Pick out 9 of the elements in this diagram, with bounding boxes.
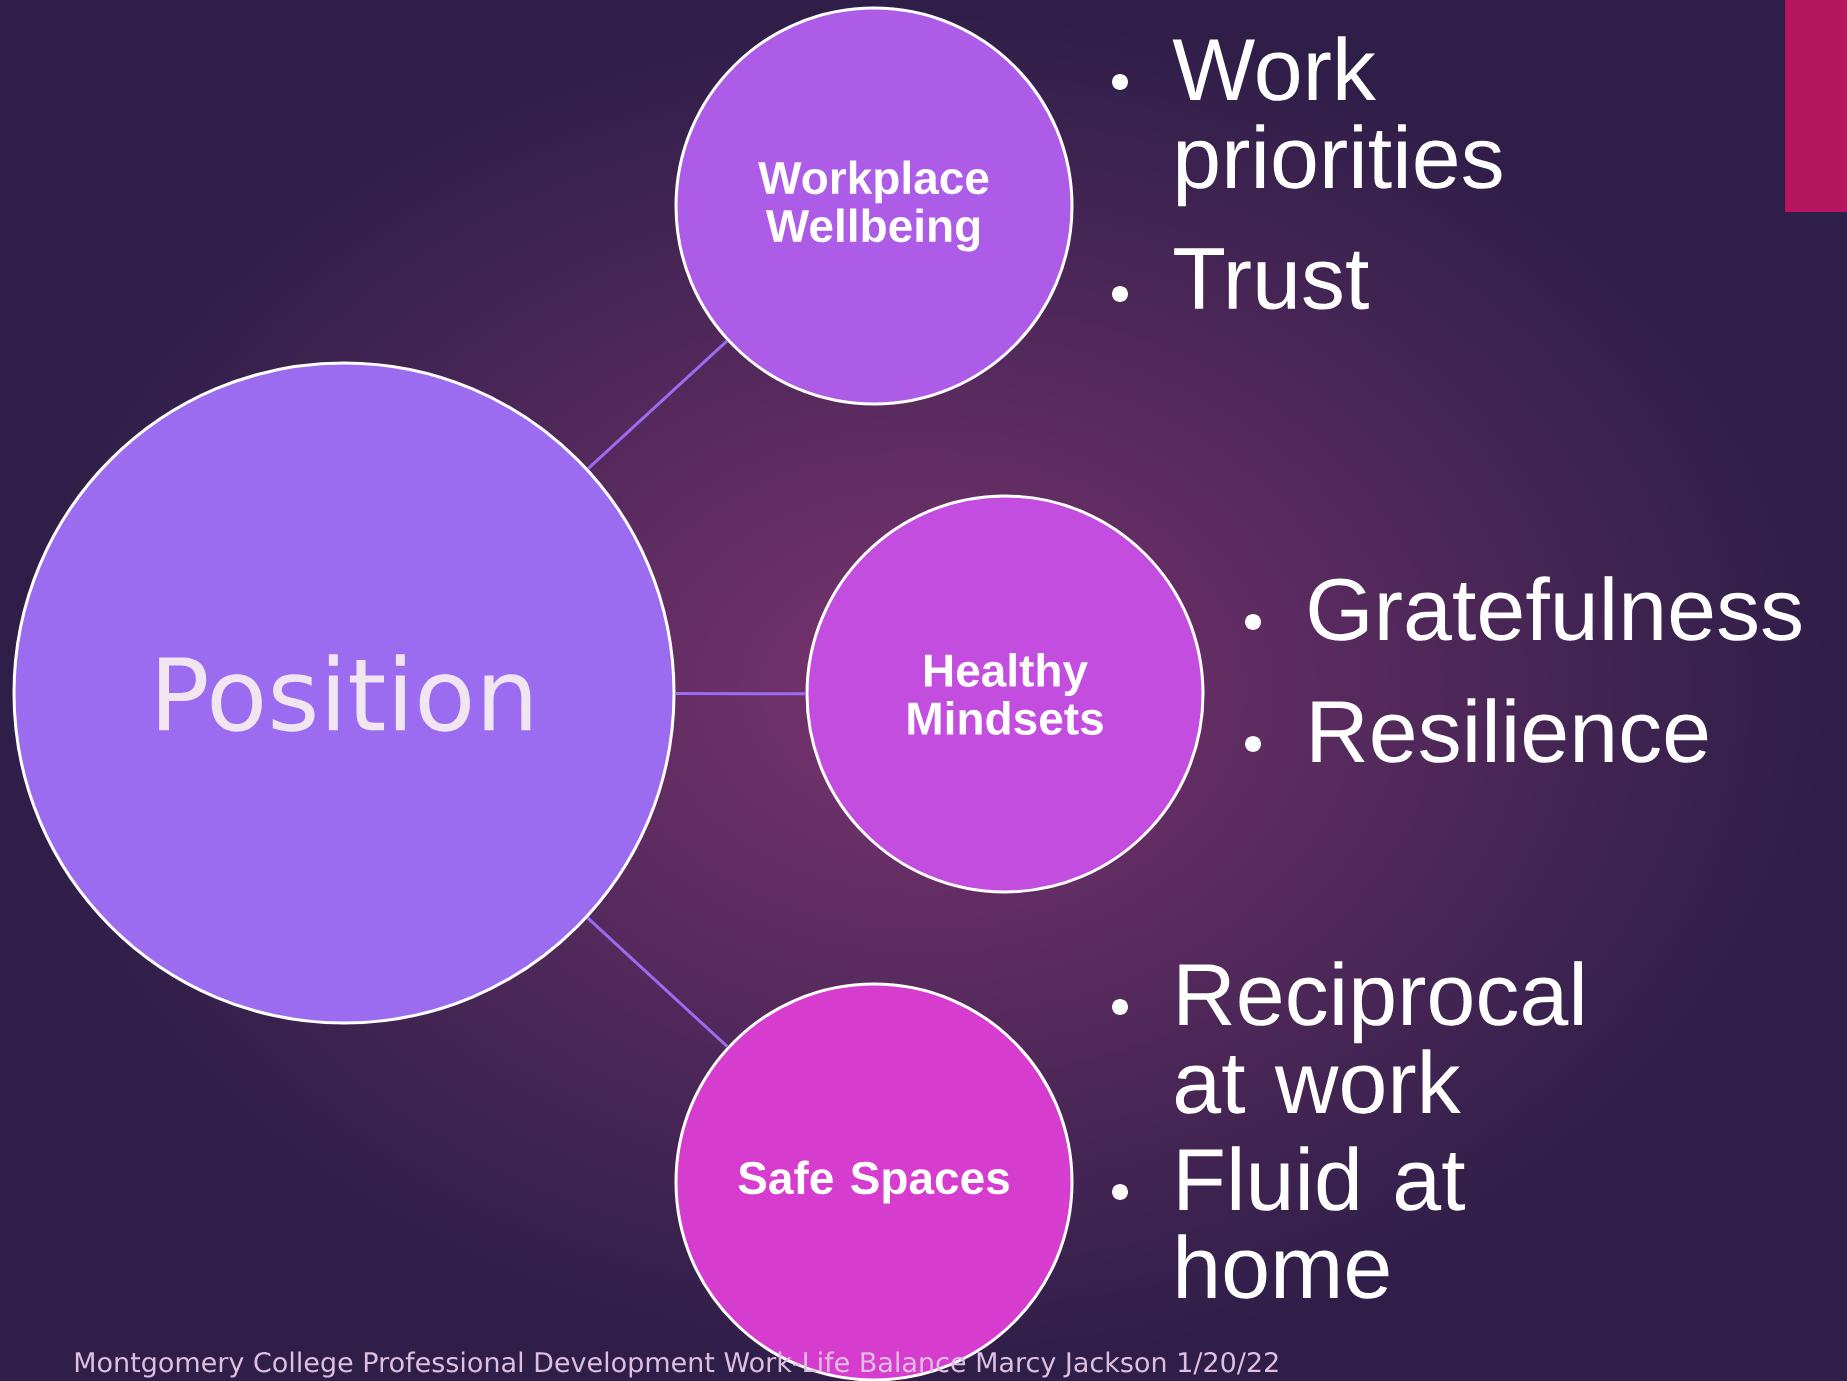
bullet-item: Work priorities <box>1112 36 1502 207</box>
bullet-item: Trust <box>1112 248 1369 310</box>
connector-line <box>675 692 806 696</box>
bullet-item: Resilience <box>1245 698 1708 763</box>
connector-line <box>587 339 729 470</box>
bullet-item: Reciprocal at work <box>1112 961 1582 1114</box>
bullet-item: Fluid at home <box>1112 1146 1465 1299</box>
bullet-item: Gratefulness <box>1245 576 1801 641</box>
connector-line <box>586 916 729 1048</box>
